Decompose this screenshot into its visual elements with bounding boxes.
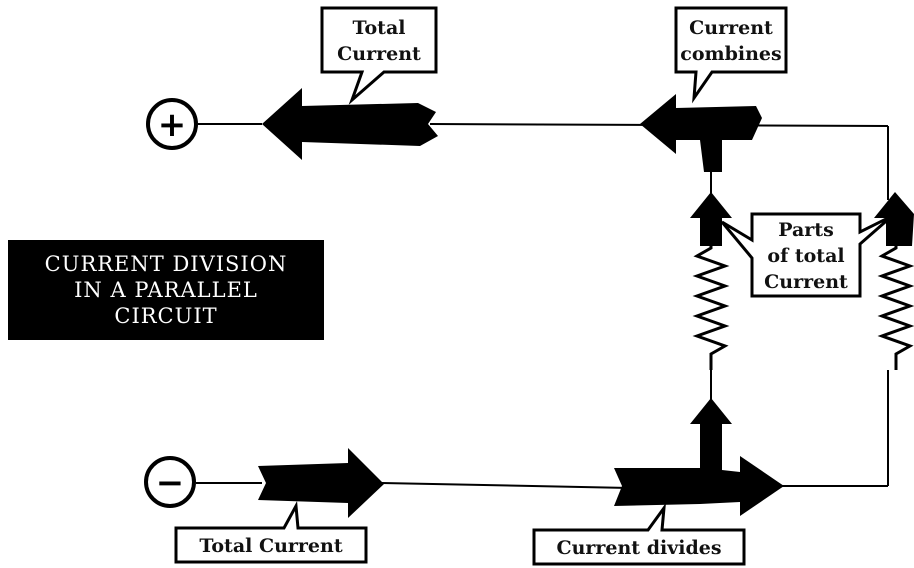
diagram-title-line-2: IN A PARALLEL [74,278,258,302]
callout-top-total-current-line1: Total [353,17,406,39]
diagram-title-box: CURRENT DIVISION IN A PARALLEL CIRCUIT [8,240,324,340]
callout-bottom-total-current-label: Total Current [199,535,342,557]
callout-current-divides-bubble [532,502,746,566]
callout-current-divides: Current divides [532,502,746,566]
callout-current-combines-line1: Current [689,17,773,39]
callout-bottom-total-current: Total Current [174,500,368,564]
callout-parts-of-total-line1: Parts [778,219,834,241]
resistor-middle [692,240,730,370]
negative-terminal-circle [144,456,196,508]
divide-arrow-up [690,398,732,480]
resistor-right [877,240,914,370]
circuit-wires [196,123,889,489]
positive-terminal-sign: + [158,105,187,145]
callout-current-divides-label: Current divides [556,537,721,559]
callout-parts-of-total: Parts of total Current [720,212,893,298]
callout-top-total-current-bubble [320,6,438,105]
callout-bottom-total-current-bubble [174,500,368,564]
bottom-total-current-arrow [258,448,384,518]
negative-terminal: − [144,456,196,508]
callout-current-combines-line2: combines [680,43,781,65]
callout-parts-of-total-line2: of total [767,245,844,267]
diagram-title-line-1: CURRENT DIVISION [44,252,288,276]
callout-top-total-current-line2: Current [337,43,421,65]
bottom-wire-mid [381,482,631,489]
branch-arrow-right-up [874,192,914,246]
negative-terminal-sign: − [156,463,185,503]
diagram-title-line-3: CIRCUIT [114,304,218,328]
top-total-current-arrow [262,88,438,160]
branch-arrow-middle-up [690,192,732,246]
combine-arrow [640,94,762,172]
positive-terminal: + [146,98,198,150]
callout-parts-of-total-line3: Current [764,271,848,293]
positive-terminal-circle [146,98,198,150]
callout-parts-of-total-bubble [720,212,893,298]
divide-arrow-right [614,456,784,516]
callout-current-combines-bubble [674,6,788,104]
callout-top-total-current: Total Current [320,6,438,105]
callout-current-combines: Current combines [674,6,788,104]
